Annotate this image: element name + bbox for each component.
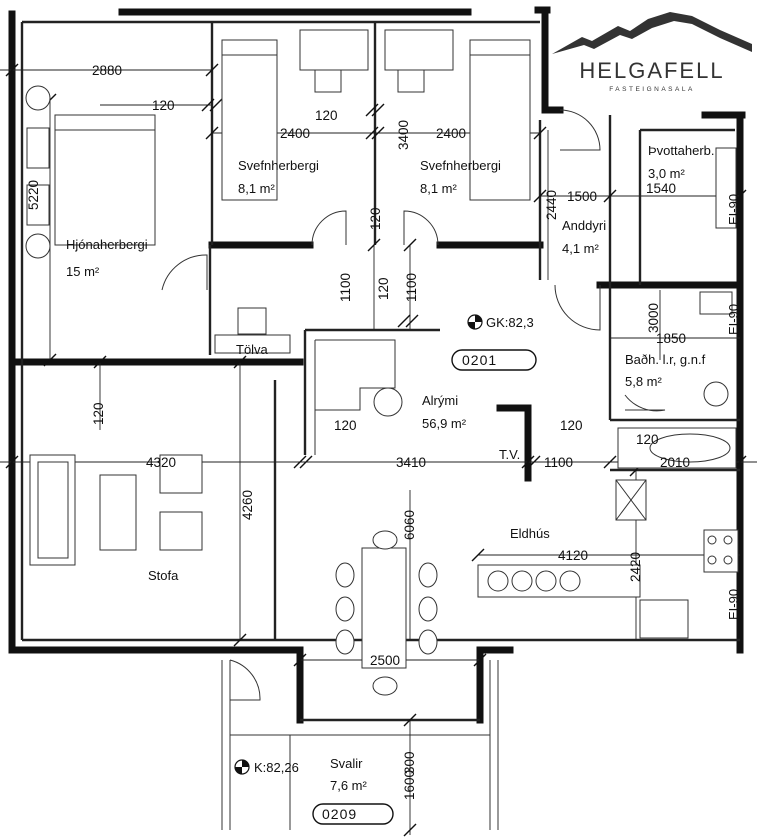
fire-rating-a: EI-90 — [726, 194, 741, 225]
room-bath-name: Baðh. l.r, g.n.f — [625, 352, 706, 367]
dim-4260: 4260 — [240, 490, 255, 520]
bedroom-2-furniture — [384, 29, 531, 201]
dim-1100-a: 1100 — [338, 273, 353, 302]
room-kitchen-name: Eldhús — [510, 526, 550, 541]
dining-table — [335, 387, 438, 696]
dim-120-e: 120 — [91, 402, 106, 425]
dim-120-d: 120 — [376, 277, 391, 300]
dim-120-b: 120 — [315, 108, 338, 123]
dim-1850: 1850 — [656, 331, 686, 346]
doors — [161, 109, 666, 701]
dim-3000: 3000 — [646, 303, 661, 333]
dim-2440: 2440 — [544, 190, 559, 220]
kitchen-counter — [477, 479, 739, 639]
stairs — [314, 339, 396, 455]
dim-120-h: 120 — [636, 432, 659, 447]
dim-300: 300 — [402, 751, 417, 774]
bathroom-fixtures — [617, 147, 737, 469]
dim-6060: 6060 — [402, 510, 417, 540]
balcony-code: 0209 — [322, 806, 357, 822]
room-master-name: Hjónaherbergi — [66, 237, 148, 252]
mountain-icon — [552, 12, 752, 54]
room-balcony-name: Svalir — [330, 756, 363, 771]
master-bed — [25, 85, 156, 259]
dim-120-g: 120 — [560, 418, 583, 433]
dim-5220: 5220 — [26, 180, 41, 210]
room-entry-area: 4,1 m² — [562, 241, 600, 256]
tv-label: T.V. — [499, 447, 520, 462]
dim-1500: 1500 — [567, 189, 597, 204]
dim-1540: 1540 — [646, 181, 676, 196]
brand-logo: HELGAFELL FASTEIGNASALA — [552, 4, 752, 100]
dim-1100-b: 1100 — [404, 273, 419, 302]
dim-1100-c: 1100 — [544, 455, 573, 470]
computer-desk — [214, 307, 291, 354]
dim-2420: 2420 — [628, 552, 643, 582]
dim-4120: 4120 — [558, 548, 588, 563]
dim-2400-b: 2400 — [436, 126, 466, 141]
dim-2880: 2880 — [92, 63, 122, 78]
room-living-name: Stofa — [148, 568, 179, 583]
room-bed1-name: Svefnherbergi — [238, 158, 319, 173]
room-master-area: 15 m² — [66, 264, 100, 279]
fire-rating-b: EI-90 — [726, 304, 741, 335]
balcony-outline — [221, 660, 499, 830]
level-balcony: K:82,26 — [254, 760, 299, 775]
level-main: GK:82,3 — [486, 315, 534, 330]
dim-1600: 1600 — [402, 770, 417, 800]
dim-2010: 2010 — [660, 455, 690, 470]
dim-3400: 3400 — [396, 120, 411, 150]
bedroom-1-furniture — [221, 29, 369, 201]
dim-4320: 4320 — [146, 455, 176, 470]
level-marker-main — [467, 314, 483, 330]
balcony-code-box — [312, 803, 394, 825]
level-marker-balcony — [234, 759, 250, 775]
dim-2400-a: 2400 — [280, 126, 310, 141]
brand-name: HELGAFELL — [579, 58, 725, 83]
brand-tagline: FASTEIGNASALA — [609, 86, 695, 93]
room-entry-name: Anddyri — [562, 218, 606, 233]
dimension-labels: 2880 120 2400 120 3400 2400 5220 1500 15… — [26, 63, 690, 800]
dim-120-c: 120 — [368, 207, 383, 230]
room-laundry-area: 3,0 m² — [648, 166, 686, 181]
dim-120-f: 120 — [334, 418, 357, 433]
room-computer-name: Tölva — [236, 342, 269, 357]
apartment-code-box — [451, 349, 537, 371]
fire-rating-c: EI-90 — [726, 589, 741, 620]
exterior-walls — [8, 6, 746, 724]
sofa — [29, 454, 203, 566]
room-common-name: Alrými — [422, 393, 458, 408]
dim-120-a: 120 — [152, 98, 175, 113]
apartment-code: 0201 — [462, 352, 497, 368]
room-bath-area: 5,8 m² — [625, 374, 663, 389]
dim-2500: 2500 — [370, 653, 400, 668]
room-bed2-area: 8,1 m² — [420, 181, 458, 196]
dim-3410: 3410 — [396, 455, 426, 470]
room-balcony-area: 7,6 m² — [330, 778, 368, 793]
room-bed1-area: 8,1 m² — [238, 181, 276, 196]
room-common-area: 56,9 m² — [422, 416, 467, 431]
room-laundry-name: Þvottaherb. — [648, 143, 715, 158]
room-bed2-name: Svefnherbergi — [420, 158, 501, 173]
